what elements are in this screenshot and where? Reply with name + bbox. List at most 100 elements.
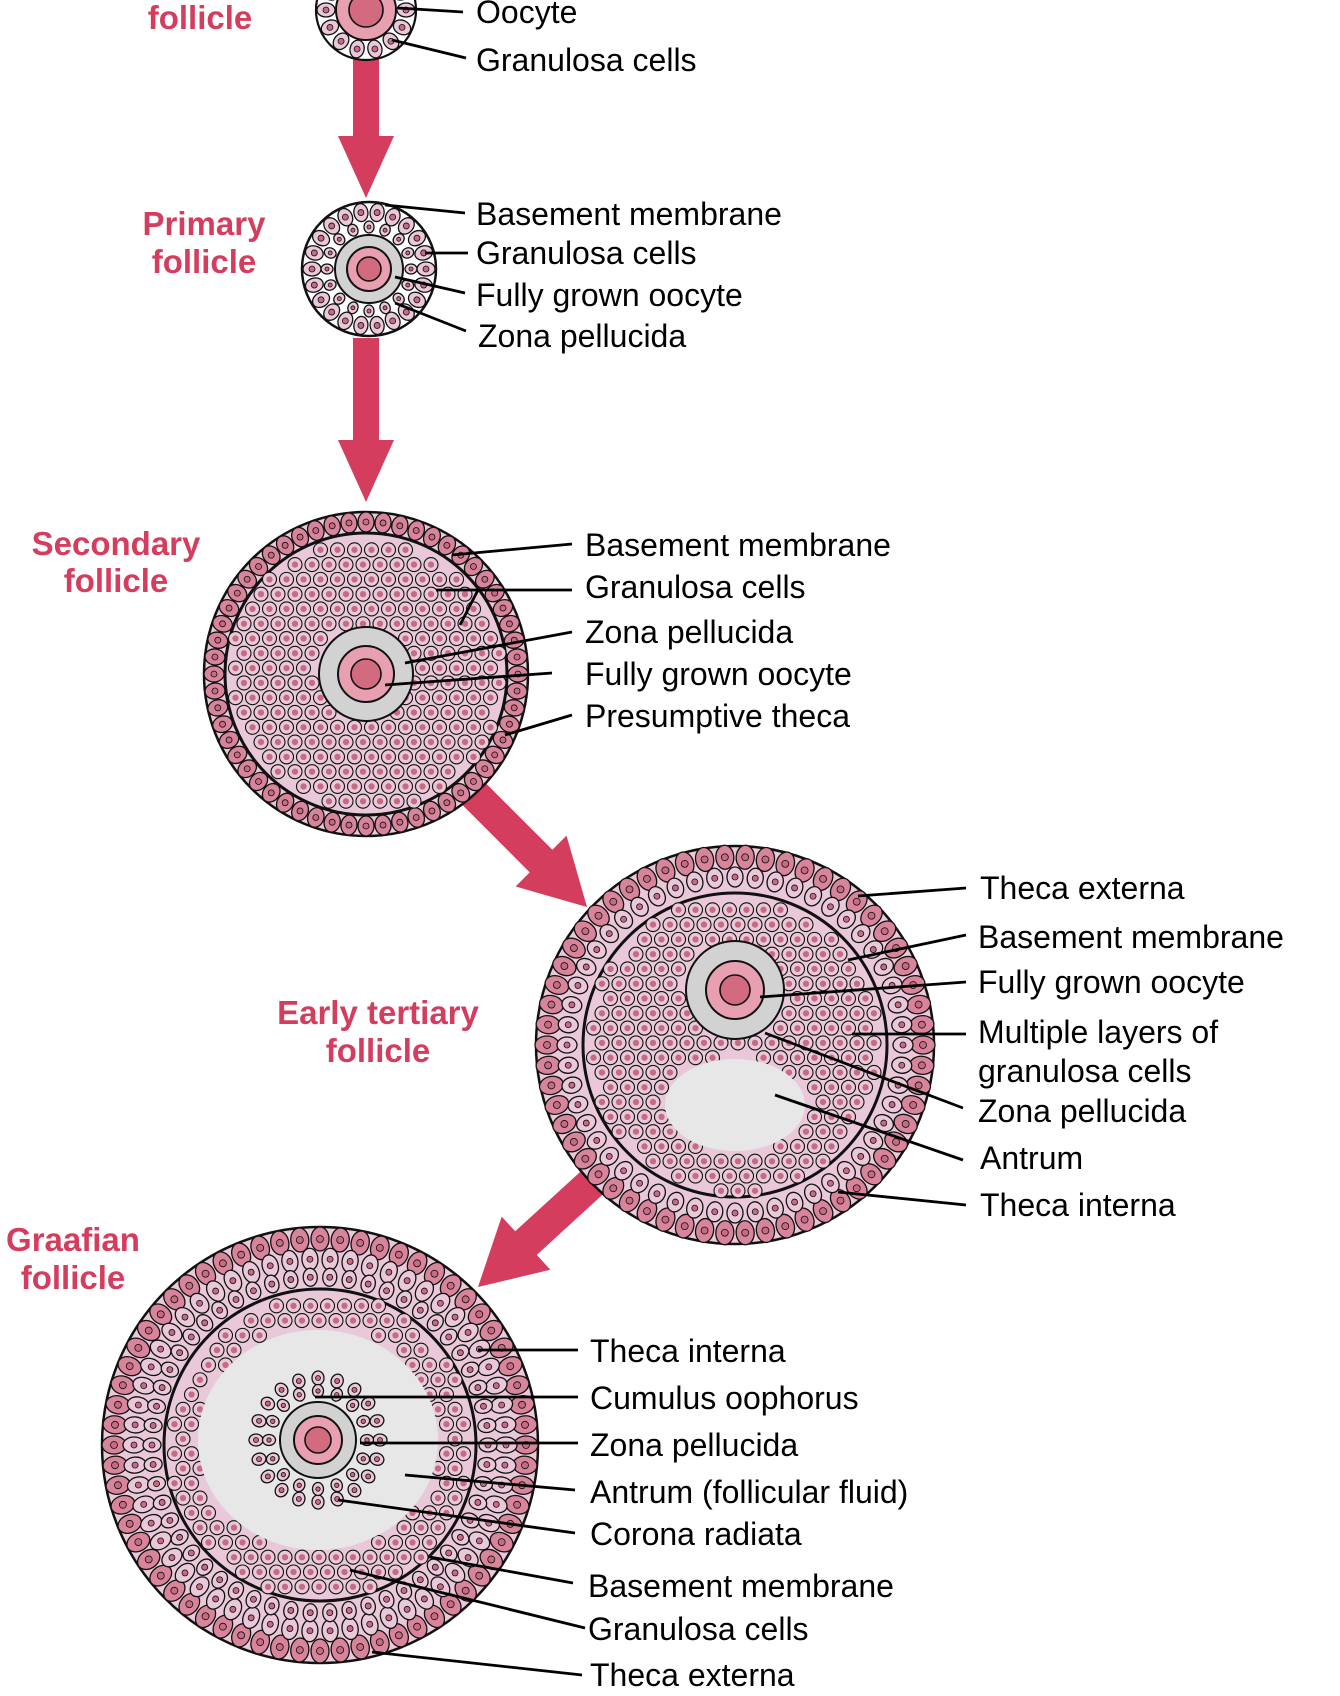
cell-nucleus	[383, 1595, 390, 1603]
cell-nucleus	[131, 1421, 139, 1429]
graafian-follicle-title: Graafian	[6, 1221, 140, 1258]
graafian-follicle-drawing	[100, 1225, 540, 1665]
cell-nucleus	[513, 1500, 522, 1509]
cell-nucleus	[836, 1128, 844, 1135]
cell-nucleus	[852, 1184, 861, 1193]
cell-nucleus	[431, 1319, 439, 1327]
cell-nucleus	[461, 709, 469, 716]
cell-nucleus	[857, 930, 865, 937]
cell-nucleus	[366, 1620, 374, 1628]
cell-nucleus	[317, 296, 325, 304]
cell-nucleus	[487, 724, 494, 731]
cell-nucleus	[296, 1482, 302, 1488]
cell-nucleus	[720, 1228, 729, 1237]
cell-nucleus	[233, 751, 241, 759]
cell-nucleus	[453, 724, 460, 731]
label-granulosa-cells: granulosa cells	[978, 1053, 1191, 1089]
cell-nucleus	[359, 561, 367, 568]
cell-nucleus	[683, 1010, 691, 1017]
cell-nucleus	[351, 783, 358, 790]
cell-nucleus	[802, 921, 810, 928]
cell-nucleus	[426, 1539, 433, 1546]
label-presumptive-theca: Presumptive theca	[585, 698, 850, 734]
primary-follicle-title-line2: follicle	[152, 243, 257, 280]
cell-nucleus	[914, 1000, 923, 1009]
label-basement-membrane: Basement membrane	[585, 527, 891, 563]
cell-nucleus	[436, 694, 443, 701]
cell-nucleus	[351, 1386, 358, 1393]
cell-nucleus	[700, 855, 709, 864]
cell-nucleus	[211, 687, 219, 695]
cell-nucleus	[434, 1465, 442, 1472]
cell-nucleus	[785, 1158, 793, 1165]
cell-nucleus	[283, 635, 290, 642]
cell-nucleus	[436, 605, 443, 613]
granulosa-cell-mass	[585, 902, 882, 1199]
cell-nucleus	[852, 897, 861, 906]
cell-nucleus	[308, 679, 316, 687]
cell-nucleus	[350, 1472, 356, 1478]
cell-nucleus	[140, 1500, 148, 1508]
cell-nucleus	[717, 1187, 725, 1194]
cell-nucleus	[802, 1128, 810, 1135]
cell-nucleus	[691, 1204, 699, 1212]
cell-nucleus	[214, 704, 222, 712]
cell-nucleus	[140, 1382, 148, 1390]
cell-nucleus	[836, 1010, 844, 1017]
cell-nucleus	[901, 962, 910, 970]
cell-nucleus	[237, 1250, 246, 1259]
cell-nucleus	[359, 738, 367, 746]
oocyte-nucleus	[348, 0, 384, 28]
cell-nucleus	[615, 1010, 623, 1017]
cell-nucleus	[232, 664, 239, 672]
cell-nucleus	[413, 234, 421, 242]
leader-corona-radiata	[337, 1498, 576, 1535]
label-cumulus-oophorus: Cumulus oophorus	[590, 1380, 859, 1416]
cell-nucleus	[408, 266, 414, 272]
cell-nucleus	[811, 1143, 818, 1150]
cell-nucleus	[836, 1098, 844, 1106]
label-granulosa-cells: Granulosa cells	[476, 235, 697, 271]
cell-nucleus	[306, 1609, 314, 1617]
cell-nucleus	[196, 1583, 203, 1591]
cell-nucleus	[176, 1349, 184, 1357]
cell-nucleus	[402, 724, 409, 731]
cell-nucleus	[683, 1158, 691, 1165]
cell-nucleus	[497, 1538, 506, 1547]
cell-nucleus	[428, 533, 436, 541]
cell-nucleus	[257, 591, 265, 598]
cell-nucleus	[771, 1204, 779, 1212]
cell-nucleus	[751, 921, 759, 928]
cell-nucleus	[564, 1021, 572, 1029]
cell-nucleus	[518, 1400, 526, 1409]
cell-nucleus	[464, 1329, 472, 1336]
label-corona-radiata: Corona radiata	[590, 1516, 802, 1552]
cell-nucleus	[368, 605, 375, 613]
cell-nucleus	[791, 1198, 798, 1206]
cell-nucleus	[692, 1143, 699, 1150]
cell-nucleus	[291, 591, 299, 598]
cell-nucleus	[317, 753, 324, 760]
cell-nucleus	[781, 859, 790, 868]
oocyte-nucleus	[350, 658, 382, 690]
theca-interna-cells-inner	[142, 1267, 498, 1623]
cell-nucleus	[666, 1128, 674, 1135]
leader-presumptive-theca	[504, 713, 573, 737]
cell-nucleus	[819, 1010, 827, 1017]
cell-nucleus	[336, 236, 342, 242]
cell-nucleus	[761, 855, 770, 864]
cell-nucleus	[232, 1296, 240, 1303]
cell-nucleus	[230, 1347, 238, 1354]
cell-nucleus	[683, 951, 691, 958]
cell-nucleus	[499, 604, 507, 612]
cell-nucleus	[270, 1418, 276, 1424]
theca-externa-cells	[534, 844, 936, 1246]
cell-nucleus	[179, 1435, 187, 1443]
cell-nucleus	[811, 936, 818, 943]
cell-nucleus	[334, 783, 341, 790]
cell-nucleus	[300, 664, 307, 672]
cell-nucleus	[166, 1366, 174, 1374]
cell-nucleus	[328, 308, 336, 316]
cell-nucleus	[350, 227, 356, 233]
cell-nucleus	[464, 1554, 472, 1561]
